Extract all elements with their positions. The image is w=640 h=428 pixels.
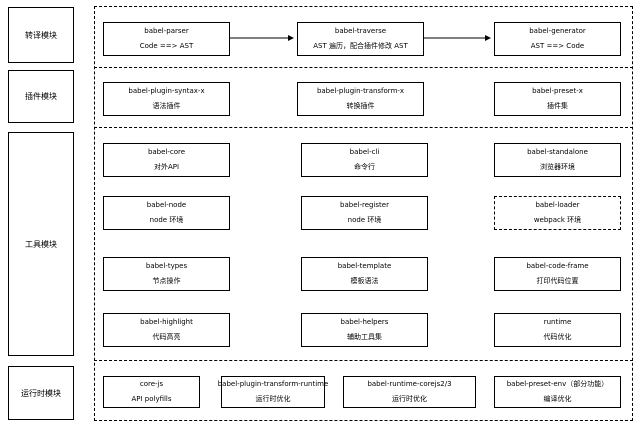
node-babel-preset-env: babel-preset-env（部分功能）编译优化 [494, 376, 621, 408]
separator-plugin-tool [94, 127, 633, 128]
section-label-plugin: 插件模块 [8, 70, 74, 123]
section-label-tool: 工具模块 [8, 132, 74, 356]
modules-container [94, 6, 633, 421]
separator-compile-plugin [94, 67, 633, 68]
separator-tool-runtime [94, 360, 633, 361]
section-label-runtime: 运行时模块 [8, 366, 74, 420]
section-label-compile: 转译模块 [8, 7, 74, 63]
